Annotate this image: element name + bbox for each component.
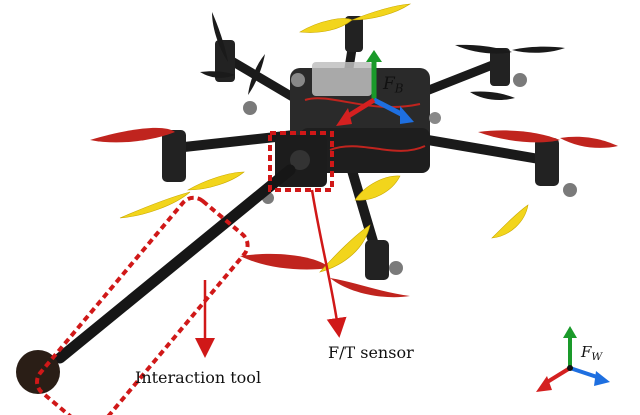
- world-frame-label: FW: [581, 343, 602, 363]
- body-frame-symbol: F: [383, 74, 395, 94]
- motion-capture-markers: [243, 73, 577, 275]
- world-frame-axes: [536, 326, 610, 392]
- propellers-red: [90, 127, 618, 298]
- propellers-yellow: [119, 3, 529, 273]
- motors: [162, 16, 559, 280]
- world-frame-subscript: W: [591, 351, 603, 364]
- interaction-tool-rod: [16, 164, 296, 394]
- body-frame-label: FB: [383, 74, 404, 96]
- ft-sensor-highlight-box: [268, 131, 334, 192]
- interaction-tool-caption: Interaction tool: [135, 368, 262, 387]
- ft-sensor-caption: F/T sensor: [328, 343, 414, 362]
- world-frame-symbol: F: [581, 343, 592, 361]
- propellers-black: [200, 12, 565, 100]
- arrow-to-sensor-label: [310, 189, 347, 338]
- body-frame-subscript: B: [394, 81, 404, 96]
- body-frame-axes: [336, 50, 414, 126]
